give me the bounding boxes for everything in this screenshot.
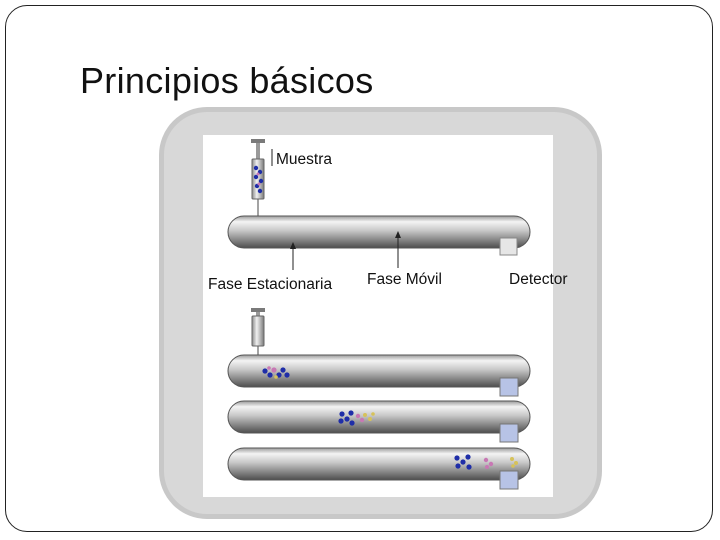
column-main [227,215,531,256]
label-arrows [271,149,401,270]
partial-separation-icon [338,410,375,426]
column-stage-3 [227,447,531,490]
detector-box-stage-1 [499,377,519,397]
mixed-sample-icon [262,366,290,379]
column-stage-1 [227,354,531,397]
detector-box-main [499,237,518,256]
sample-syringe [251,139,265,228]
separated-components-icon [454,454,518,470]
detector-label: Detector [509,271,568,288]
detector-box-stage-2 [499,423,519,443]
column-stage-2 [227,400,531,443]
slide-title: Principios básicos [80,60,374,101]
sample-molecules-icon [253,165,264,194]
detector-box-stage-3 [499,470,519,490]
stationary-phase-label: Fase Estacionaria [208,276,333,293]
empty-syringe [251,308,265,366]
mobile-phase-label: Fase Móvil [367,271,442,288]
sample-label: Muestra [276,151,332,168]
